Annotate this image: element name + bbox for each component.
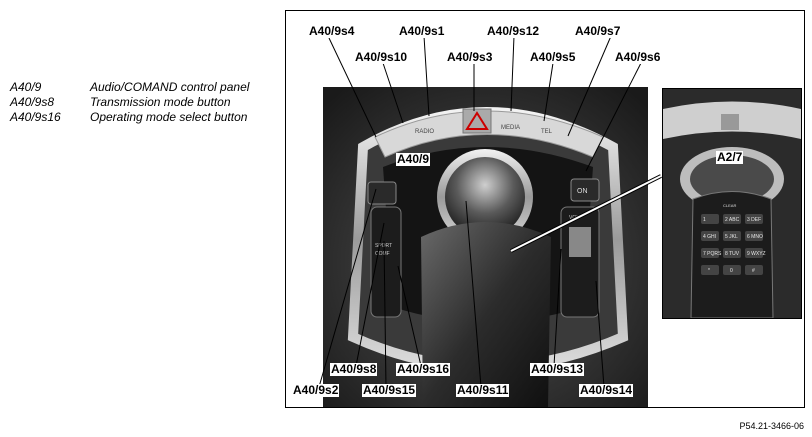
on-text: ON — [577, 188, 588, 195]
media-text: MEDIA — [501, 125, 520, 131]
keypad-key: # — [752, 268, 755, 274]
label-a40-9s12: A40/9s12 — [486, 24, 541, 38]
legend-desc: Operating mode select button — [90, 110, 248, 124]
keypad-key: 4 GHI — [703, 234, 716, 240]
leader-lines — [318, 35, 662, 388]
leader-line-s15 — [383, 240, 387, 388]
comf-text: COMF — [375, 251, 390, 257]
label-a40-9s5: A40/9s5 — [529, 50, 577, 64]
label-a40-9s7: A40/9s7 — [574, 24, 622, 38]
label-a40-9s13: A40/9s13 — [530, 362, 585, 376]
keypad-key: 7 PQRS — [703, 251, 722, 257]
control-panel-illustration: RADIO MEDIA TEL SPORT COMF ON VOL — [323, 87, 648, 407]
legend-row: A40/9s8 Transmission mode button — [10, 95, 249, 110]
leader-line-s4 — [328, 37, 377, 138]
leader-line-s10 — [382, 62, 404, 124]
radio-text: RADIO — [415, 129, 434, 135]
legend-row: A40/9 Audio/COMAND control panel — [10, 80, 249, 95]
keypad-key: 2 ABC — [725, 217, 740, 223]
legend-code: A40/9s8 — [10, 95, 55, 109]
keypad-key: 0 — [730, 268, 733, 274]
keypad-key: 6 MNO — [747, 234, 763, 240]
leader-line-s5 — [543, 62, 554, 122]
clear-text: CLEAR — [723, 203, 736, 208]
leader-line-s1 — [423, 35, 430, 117]
label-a40-9s2: A40/9s2 — [292, 383, 340, 397]
leader-line-s7 — [567, 35, 612, 137]
leader-line-s2 — [318, 188, 377, 388]
pointer-line-inner — [510, 175, 662, 252]
label-a40-9s3: A40/9s3 — [446, 50, 494, 64]
keypad-key: 5 JKL — [725, 234, 738, 240]
figure-reference: P54.21-3466-06 — [739, 421, 804, 431]
label-a40-9s6: A40/9s6 — [614, 50, 662, 64]
label-a40-9s11: A40/9s11 — [456, 383, 510, 397]
label-a40-9: A40/9 — [396, 152, 431, 166]
legend-desc: Transmission mode button — [90, 95, 231, 109]
leader-line-s11 — [465, 200, 482, 388]
legend: A40/9 Audio/COMAND control panel A40/9s8… — [10, 80, 249, 125]
label-a40-9s16: A40/9s16 — [396, 362, 451, 376]
label-a40-9s15: A40/9s15 — [362, 383, 417, 397]
legend-code: A40/9s16 — [10, 110, 61, 124]
keypad-inset-photo: CLEAR 1 2 ABC 3 DEF 4 GHI 5 JKL 6 MNO 7 … — [662, 88, 802, 319]
label-a2-7: A2/7 — [716, 150, 744, 164]
figure-frame: RADIO MEDIA TEL SPORT COMF ON VOL — [285, 10, 805, 408]
label-a40-9s4: A40/9s4 — [308, 24, 356, 38]
keypad-key: * — [708, 268, 710, 274]
keypad-key: 3 DEF — [747, 217, 761, 223]
leader-line-s8 — [355, 222, 385, 367]
keypad-illustration: CLEAR 1 2 ABC 3 DEF 4 GHI 5 JKL 6 MNO 7 … — [663, 89, 801, 318]
label-a40-9s14: A40/9s14 — [579, 383, 634, 397]
leader-line-s13 — [553, 248, 562, 367]
tel-text: TEL — [541, 129, 553, 135]
leader-line-s12 — [510, 35, 515, 112]
legend-code: A40/9 — [10, 80, 42, 94]
keypad-key: 1 — [703, 217, 706, 223]
leader-line-s6 — [585, 62, 642, 172]
legend-desc: Audio/COMAND control panel — [90, 80, 250, 94]
legend-row: A40/9s16 Operating mode select button — [10, 110, 249, 125]
keypad-key: 8 TUV — [725, 251, 740, 257]
label-a40-9s10: A40/9s10 — [354, 50, 409, 64]
keypad-key: 9 WXYZ — [747, 251, 766, 257]
leader-line-s16 — [397, 265, 422, 367]
leader-line-s14 — [595, 280, 605, 388]
control-panel-photo: RADIO MEDIA TEL SPORT COMF ON VOL — [323, 87, 648, 407]
label-a40-9s1: A40/9s1 — [398, 24, 446, 38]
label-a40-9s8: A40/9s8 — [330, 362, 378, 376]
